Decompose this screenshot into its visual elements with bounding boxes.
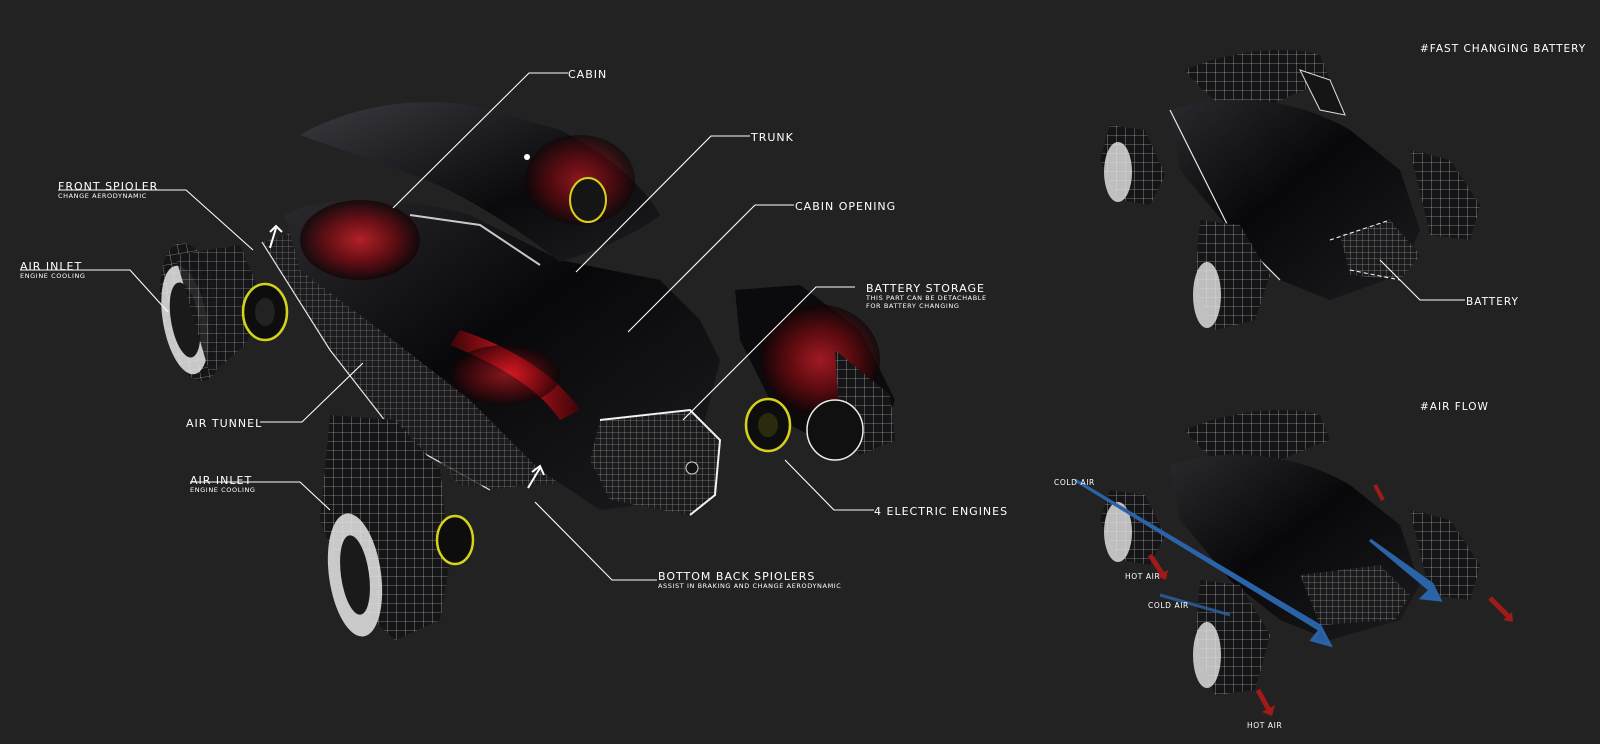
label-bottom-back-spoilers: BOTTOM BACK SPIOLERS [658,570,815,583]
leader-lines-main [20,72,874,581]
rear-left-wheel-assembly [320,415,475,640]
label-hot-air-2: HOT AIR [1247,721,1282,730]
label-battery-storage-sub-2: FOR BATTERY CHANGING [866,302,960,310]
label-air-inlet-top: AIR INLET [20,260,82,273]
electric-engine-rear-left [435,514,475,566]
interior-seat [569,177,607,223]
label-bottom-back-spoilers-sub: ASSIST IN BRAKING AND CHANGE AERODYNAMIC [658,582,841,590]
cold-air-arrow-2 [1159,593,1231,617]
front-left-wheel-assembly [160,242,289,382]
hot-air-arrow-1 [1147,553,1166,577]
hot-air-arrow-2 [1255,688,1273,714]
cold-air-arrow-3 [1369,538,1443,602]
cold-air-arrow-1 [1074,478,1333,648]
label-battery-storage-sub-1: THIS PART CAN BE DETACHABLE [865,294,987,302]
label-cabin: CABIN [568,68,607,81]
title-fast-changing-battery: #FAST CHANGING BATTERY [1420,43,1586,55]
car-nose [590,410,720,515]
bottom-back-spoiler [430,400,555,486]
label-battery: BATTERY [1466,296,1519,308]
red-accent-left [300,200,420,280]
battery-pack [1340,220,1420,280]
label-trunk: TRUNK [750,131,794,144]
label-cold-air-2: COLD AIR [1148,601,1189,610]
label-air-tunnel: AIR TUNNEL [186,417,262,430]
main-car [160,102,895,640]
label-front-spoiler: FRONT SPIOLER [58,180,158,193]
front-right-wheel-assembly [735,285,895,461]
label-hot-air-1: HOT AIR [1125,572,1160,581]
hot-air-arrow-4 [1373,484,1385,501]
label-air-inlet-bottom: AIR INLET [190,474,252,487]
label-electric-engines: 4 ELECTRIC ENGINES [874,505,1008,518]
label-battery-storage: BATTERY STORAGE [866,282,985,295]
label-front-spoiler-sub: CHANGE AERODYNAMIC [58,192,147,200]
label-air-inlet-top-sub: ENGINE COOLING [20,272,86,280]
hot-air-arrow-3 [1488,596,1512,620]
airflow-view-car [1074,410,1513,716]
battery-view-car [1100,50,1480,330]
label-air-inlet-bottom-sub: ENGINE COOLING [190,486,256,494]
label-cold-air-1: COLD AIR [1054,478,1095,487]
leader-line-battery [1379,259,1465,301]
label-cabin-opening: CABIN OPENING [795,200,896,213]
title-air-flow: #AIR FLOW [1420,401,1489,413]
